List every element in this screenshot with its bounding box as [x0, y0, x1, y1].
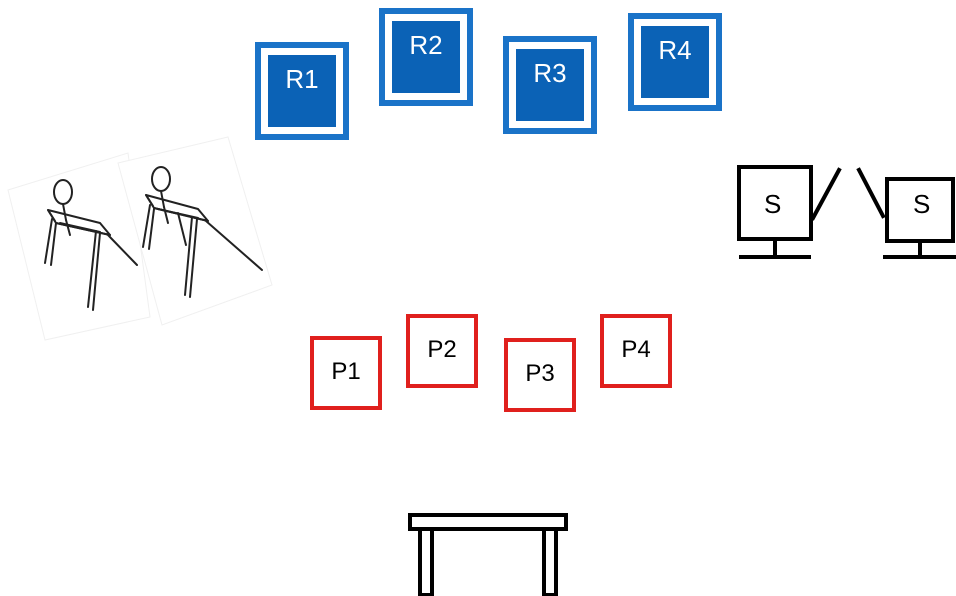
table-icon	[408, 513, 568, 596]
monitor-pair-icon	[737, 165, 956, 259]
receiver-r1: R1	[255, 42, 349, 140]
position-p1-label: P1	[331, 358, 361, 385]
receiver-r1-label: R1	[285, 64, 319, 94]
receiver-r3-label: R3	[533, 58, 567, 88]
position-p3: P3	[504, 338, 576, 412]
position-p1: P1	[310, 336, 382, 410]
position-p2: P2	[406, 314, 478, 388]
receiver-r2-label: R2	[409, 30, 443, 60]
position-p4-label: P4	[621, 336, 651, 363]
position-p3-label: P3	[525, 360, 555, 387]
screen-2-label: S	[913, 189, 931, 219]
receiver-r4: R4	[628, 13, 722, 111]
screen-1-label: S	[764, 189, 782, 219]
receiver-r4-label: R4	[658, 35, 692, 65]
receiver-r2: R2	[379, 8, 473, 106]
receiver-r3: R3	[503, 36, 597, 134]
position-p2-label: P2	[427, 336, 457, 363]
person-figures-icon	[7, 136, 273, 341]
position-p4: P4	[600, 314, 672, 388]
